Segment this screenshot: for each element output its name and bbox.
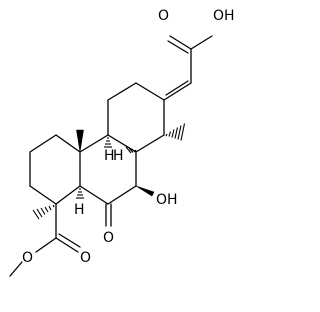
bond-c16-o-double-a: [169, 35, 192, 50]
c9-h-hashed-bond: [104, 137, 112, 148]
bond-c10-c9: [79, 134, 109, 153]
bond-c6-c5: [79, 185, 109, 205]
methyl-ester-group: [9, 203, 81, 277]
bond-c4-c5: [55, 185, 81, 205]
bond-c3-c4: [29, 185, 57, 205]
ketone-group: [105, 203, 112, 227]
bond-c18-o-single: [35, 237, 57, 253]
bond-c13-c15-double-b: [165, 80, 189, 96]
bond-o-ch3: [9, 261, 23, 277]
bond-c10-c1: [55, 134, 81, 153]
bond-c13-c15-double-a: [163, 82, 192, 101]
h-c9-label: H: [104, 148, 115, 164]
acetic-acid-side-chain: [163, 35, 213, 101]
bond-c11-c12: [107, 82, 137, 101]
c5-h-hashed-bond: [76, 188, 84, 199]
bond-c18-o-double-a: [55, 237, 79, 253]
c8-h-hashed-bond: [125, 146, 137, 154]
bond-c9-c8: [107, 134, 137, 153]
hydroxyl-wedge-bond: [135, 185, 155, 197]
bond-c16-oh: [190, 35, 213, 50]
acid-oxygen-label: O: [158, 8, 169, 24]
ring-bonds: [29, 82, 165, 205]
c14-methyl-hashed-bond: [165, 123, 186, 141]
atom-labels: O OH O OH O O H H H: [22, 8, 235, 266]
bond-c18-o-double-b: [58, 233, 81, 248]
bond-c16-o-double-b: [167, 40, 189, 54]
acid-hydroxyl-label: OH: [213, 8, 235, 24]
bond-c12-c13: [135, 82, 165, 101]
structure-diagram: O OH O OH O O H H H: [9, 8, 235, 277]
ester-carbonyl-oxygen-label: O: [80, 250, 91, 266]
bond-c7-c6: [107, 185, 137, 205]
h-c5-label: H: [74, 202, 85, 218]
bond-c14-c8: [135, 134, 165, 153]
hydroxyl-label: OH: [156, 192, 178, 208]
h-c8-label: H: [113, 148, 124, 164]
ketone-oxygen-label: O: [103, 230, 114, 246]
c4-methyl-hashed-bond: [32, 204, 55, 220]
bond-c1-c2: [29, 134, 57, 153]
ester-ether-oxygen-label: O: [22, 250, 33, 266]
c10-methyl-wedge-bond: [76, 129, 84, 153]
